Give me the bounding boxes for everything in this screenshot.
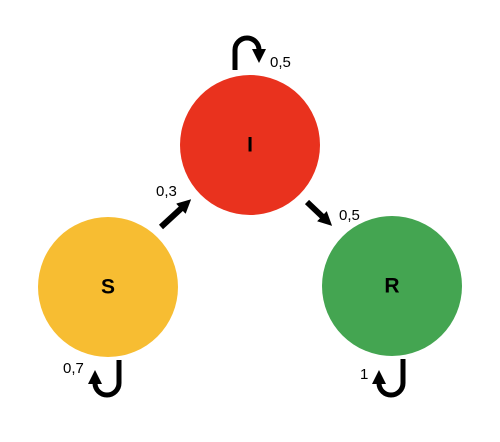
self-loop-r-arrow: [372, 359, 406, 398]
self-loop-i-arrow: [232, 35, 266, 70]
label-r-self: 1: [360, 366, 368, 383]
state-r-label: R: [384, 275, 399, 298]
state-i-circle: [180, 75, 320, 215]
label-s-self: 0,7: [63, 360, 84, 377]
label-i-self: 0,5: [270, 54, 291, 71]
self-loop-s-arrow: [88, 360, 122, 398]
arrow-i-to-r: [304, 199, 333, 226]
state-s-label: S: [101, 276, 115, 299]
label-s-to-i: 0,3: [156, 183, 177, 200]
arrow-s-to-i: [158, 199, 192, 230]
state-r-circle: [322, 216, 462, 356]
label-i-to-r: 0,5: [339, 207, 360, 224]
state-i-label: I: [247, 134, 253, 157]
state-s-circle: [38, 217, 178, 357]
